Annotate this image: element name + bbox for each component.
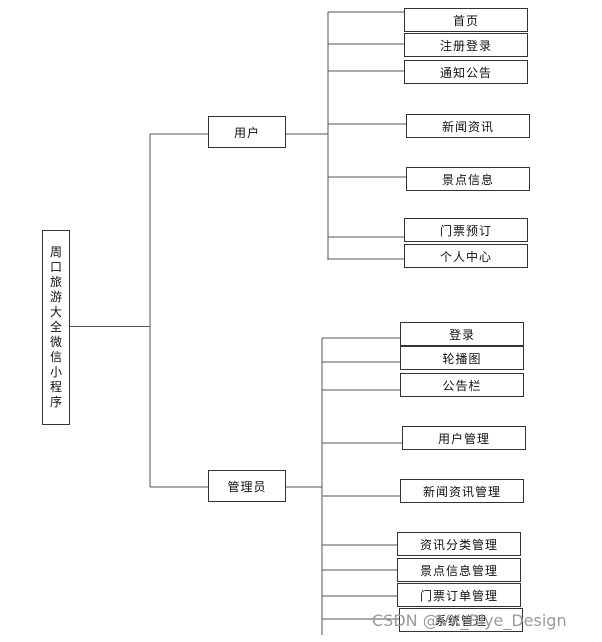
leaf-node-user-management: 用户管理 (402, 426, 526, 450)
leaf-node-register-login: 注册登录 (404, 33, 528, 57)
leaf-node-news-management: 新闻资讯管理 (400, 479, 524, 503)
root-label-char: 游 (49, 290, 62, 304)
leaf-node-scenic-management: 景点信息管理 (397, 558, 521, 582)
leaf-node-login: 登录 (400, 322, 524, 346)
root-node: 周口旅游大全微信小程序 (42, 230, 70, 425)
root-label-char: 序 (49, 395, 62, 409)
root-label-char: 全 (49, 320, 62, 334)
group-node-user: 用户 (208, 116, 286, 148)
watermark-text: CSDN @VX_Biye_Design (372, 611, 567, 630)
leaf-node-scenic-info: 景点信息 (406, 167, 530, 191)
root-label-char: 口 (49, 260, 62, 274)
root-label-char: 旅 (49, 275, 62, 289)
leaf-node-news: 新闻资讯 (406, 114, 530, 138)
leaf-node-notice: 通知公告 (404, 60, 528, 84)
leaf-node-system-management: 系统管理 (399, 608, 523, 632)
root-label-char: 周 (49, 245, 62, 259)
leaf-node-bulletin: 公告栏 (400, 373, 524, 397)
group-node-admin: 管理员 (208, 470, 286, 502)
leaf-node-ticket-booking: 门票预订 (404, 218, 528, 242)
root-label-char: 程 (49, 380, 62, 394)
root-label-char: 小 (49, 365, 62, 379)
leaf-node-personal-center: 个人中心 (404, 244, 528, 268)
root-label-char: 大 (49, 305, 62, 319)
root-label-char: 信 (49, 350, 62, 364)
leaf-node-category-management: 资讯分类管理 (397, 532, 521, 556)
root-label-char: 微 (49, 335, 62, 349)
leaf-node-home: 首页 (404, 8, 528, 32)
leaf-node-order-management: 门票订单管理 (397, 583, 521, 607)
leaf-node-carousel: 轮播图 (400, 346, 524, 370)
